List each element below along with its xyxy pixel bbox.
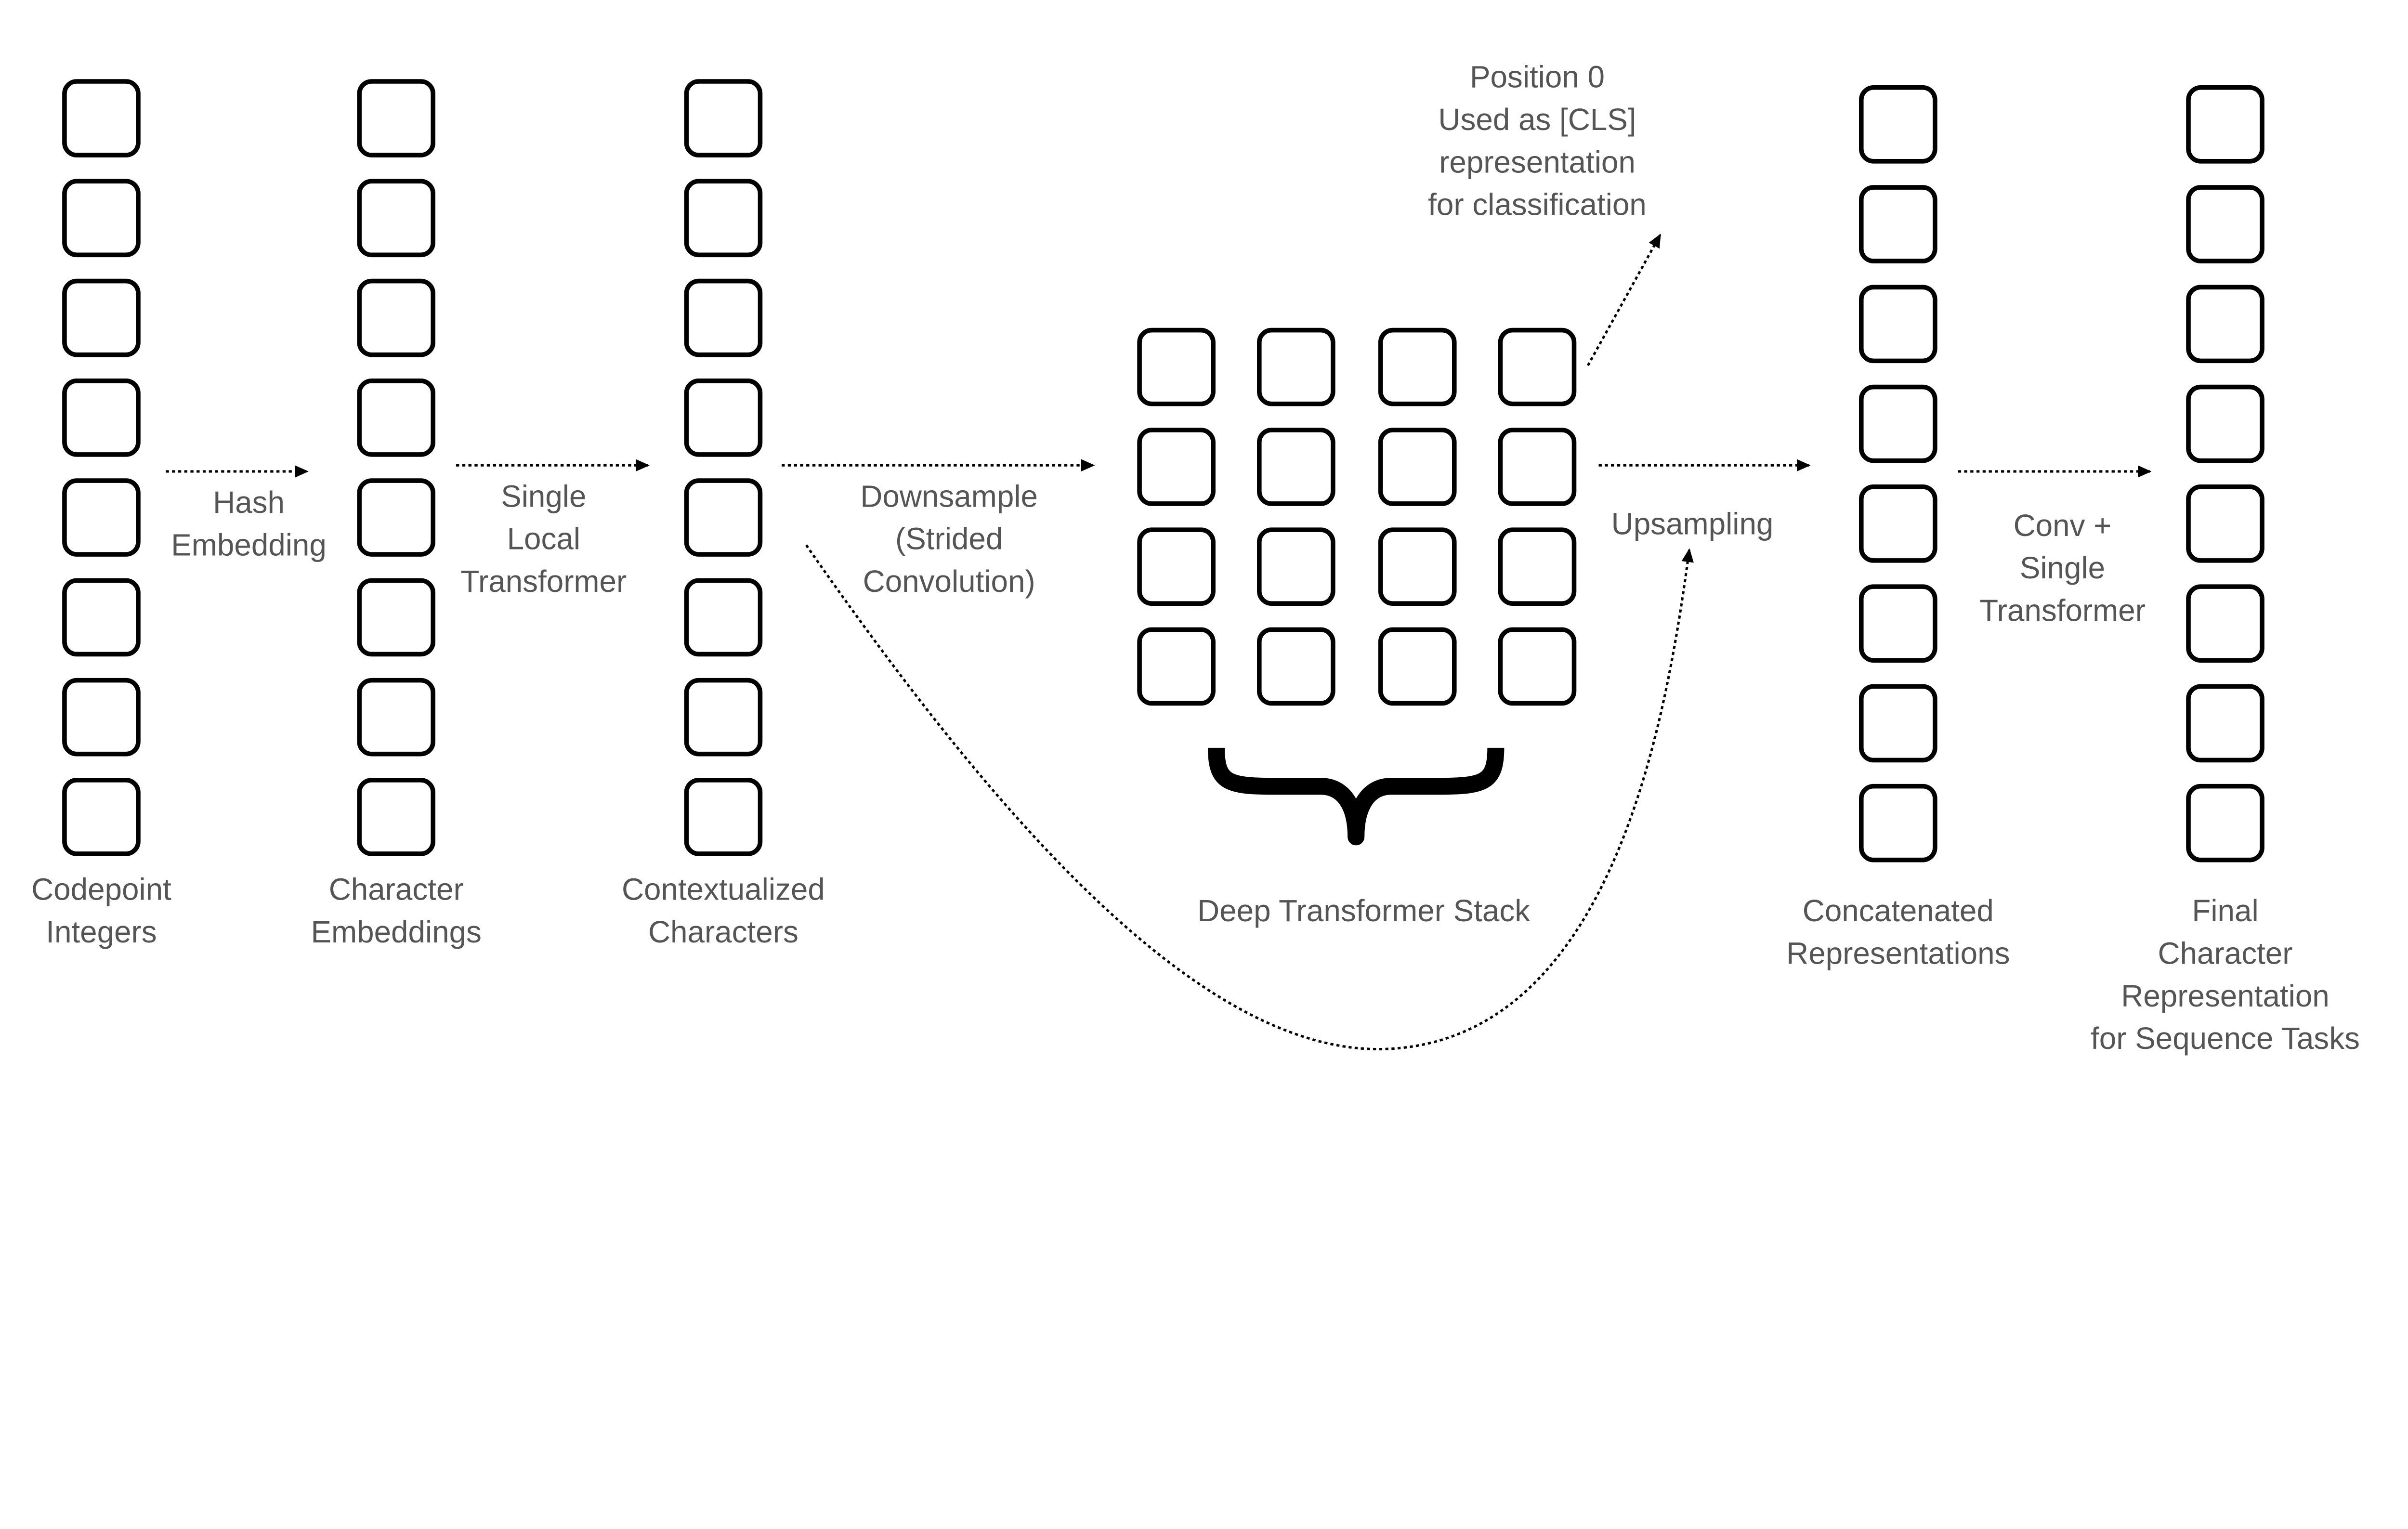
char-embedding-box [357,778,436,856]
label-downsample: Downsample [860,479,1038,513]
concatenated-box [1859,185,1937,263]
label-downsample: Convolution) [863,564,1035,599]
contextualized-box [684,179,763,258]
label-hash-embedding: Embedding [171,527,327,562]
concatenated-box [1859,584,1937,663]
label-concatenated-representations: Representations [1786,936,2010,971]
deep-transformer-box [1257,327,1335,406]
concatenated-box [1859,85,1937,164]
deep-transformer-box [1378,327,1457,406]
label-cls-note: Used as [CLS] [1438,102,1636,137]
label-deep-stack: Deep Transformer Stack [1197,893,1530,928]
label-upsampling: Upsampling [1611,507,1774,541]
label-cls-note: for classification [1428,187,1647,222]
contextualized-box [684,478,763,557]
contextualized-box [684,778,763,856]
label-codepoint-integers: Codepoint [31,872,171,907]
deep-transformer-box [1257,527,1335,606]
final-box [2186,584,2264,663]
deep-transformer-box [1257,627,1335,706]
deep-transformer-box [1498,527,1577,606]
token-boxes [62,79,2264,863]
concatenated-box [1859,285,1937,364]
deep-transformer-box [1378,527,1457,606]
deep-transformer-box [1257,428,1335,506]
codepoint-box [62,278,141,357]
label-hash-embedding: Hash [213,485,285,520]
final-box [2186,85,2264,164]
contextualized-box [684,79,763,157]
label-character-embeddings: Embeddings [311,915,481,949]
contextualized-box [684,278,763,357]
concatenated-box [1859,384,1937,463]
label-downsample: (Strided [895,522,1003,556]
label-single-local-transformer: Transformer [460,564,627,599]
labels: HashEmbeddingSingleLocalTransformerDowns… [31,60,2360,1056]
char-embedding-box [357,278,436,357]
char-embedding-box [357,678,436,757]
codepoint-box [62,179,141,258]
deep-transformer-box [1498,428,1577,506]
label-concatenated-representations: Concatenated [1803,893,1994,928]
codepoint-box [62,578,141,657]
canine-architecture-diagram: HashEmbeddingSingleLocalTransformerDowns… [31,60,2360,1056]
final-box [2186,784,2264,863]
deep-transformer-box [1137,327,1216,406]
char-embedding-box [357,578,436,657]
arrow-cls [1586,234,1662,366]
deep-transformer-box [1137,527,1216,606]
codepoint-box [62,79,141,157]
label-contextualized-characters: Contextualized [622,872,825,907]
label-final-representation: Character [2158,936,2293,971]
concatenated-box [1859,484,1937,563]
codepoint-box [62,379,141,457]
final-box [2186,285,2264,364]
concatenated-box [1859,684,1937,763]
deep-transformer-box [1378,428,1457,506]
contextualized-box [684,578,763,657]
char-embedding-box [357,379,436,457]
final-box [2186,185,2264,263]
label-contextualized-characters: Characters [648,915,798,949]
label-final-representation: for Sequence Tasks [2091,1021,2360,1056]
final-box [2186,484,2264,563]
label-conv-single-transformer: Single [2020,550,2105,585]
label-cls-note: representation [1439,144,1636,179]
contextualized-box [684,678,763,757]
label-single-local-transformer: Local [507,522,580,556]
label-cls-note: Position 0 [1470,60,1605,94]
deep-transformer-box [1498,627,1577,706]
codepoint-box [62,778,141,856]
label-single-local-transformer: Single [501,479,586,513]
char-embedding-box [357,79,436,157]
label-conv-single-transformer: Conv + [2014,508,2112,543]
concatenated-box [1859,784,1937,863]
final-box [2186,684,2264,763]
brace-icon [1207,747,1505,846]
codepoint-box [62,478,141,557]
codepoint-box [62,678,141,757]
deep-transformer-box [1137,627,1216,706]
label-codepoint-integers: Integers [46,915,157,949]
label-conv-single-transformer: Transformer [1979,593,2146,628]
char-embedding-box [357,478,436,557]
final-box [2186,384,2264,463]
label-character-embeddings: Character [329,872,464,907]
contextualized-box [684,379,763,457]
label-final-representation: Representation [2121,979,2329,1013]
deep-transformer-box [1378,627,1457,706]
char-embedding-box [357,179,436,258]
label-final-representation: Final [2192,893,2258,928]
deep-transformer-box [1137,428,1216,506]
deep-transformer-box [1498,327,1577,406]
arrow-skip-connection [805,544,1694,1051]
